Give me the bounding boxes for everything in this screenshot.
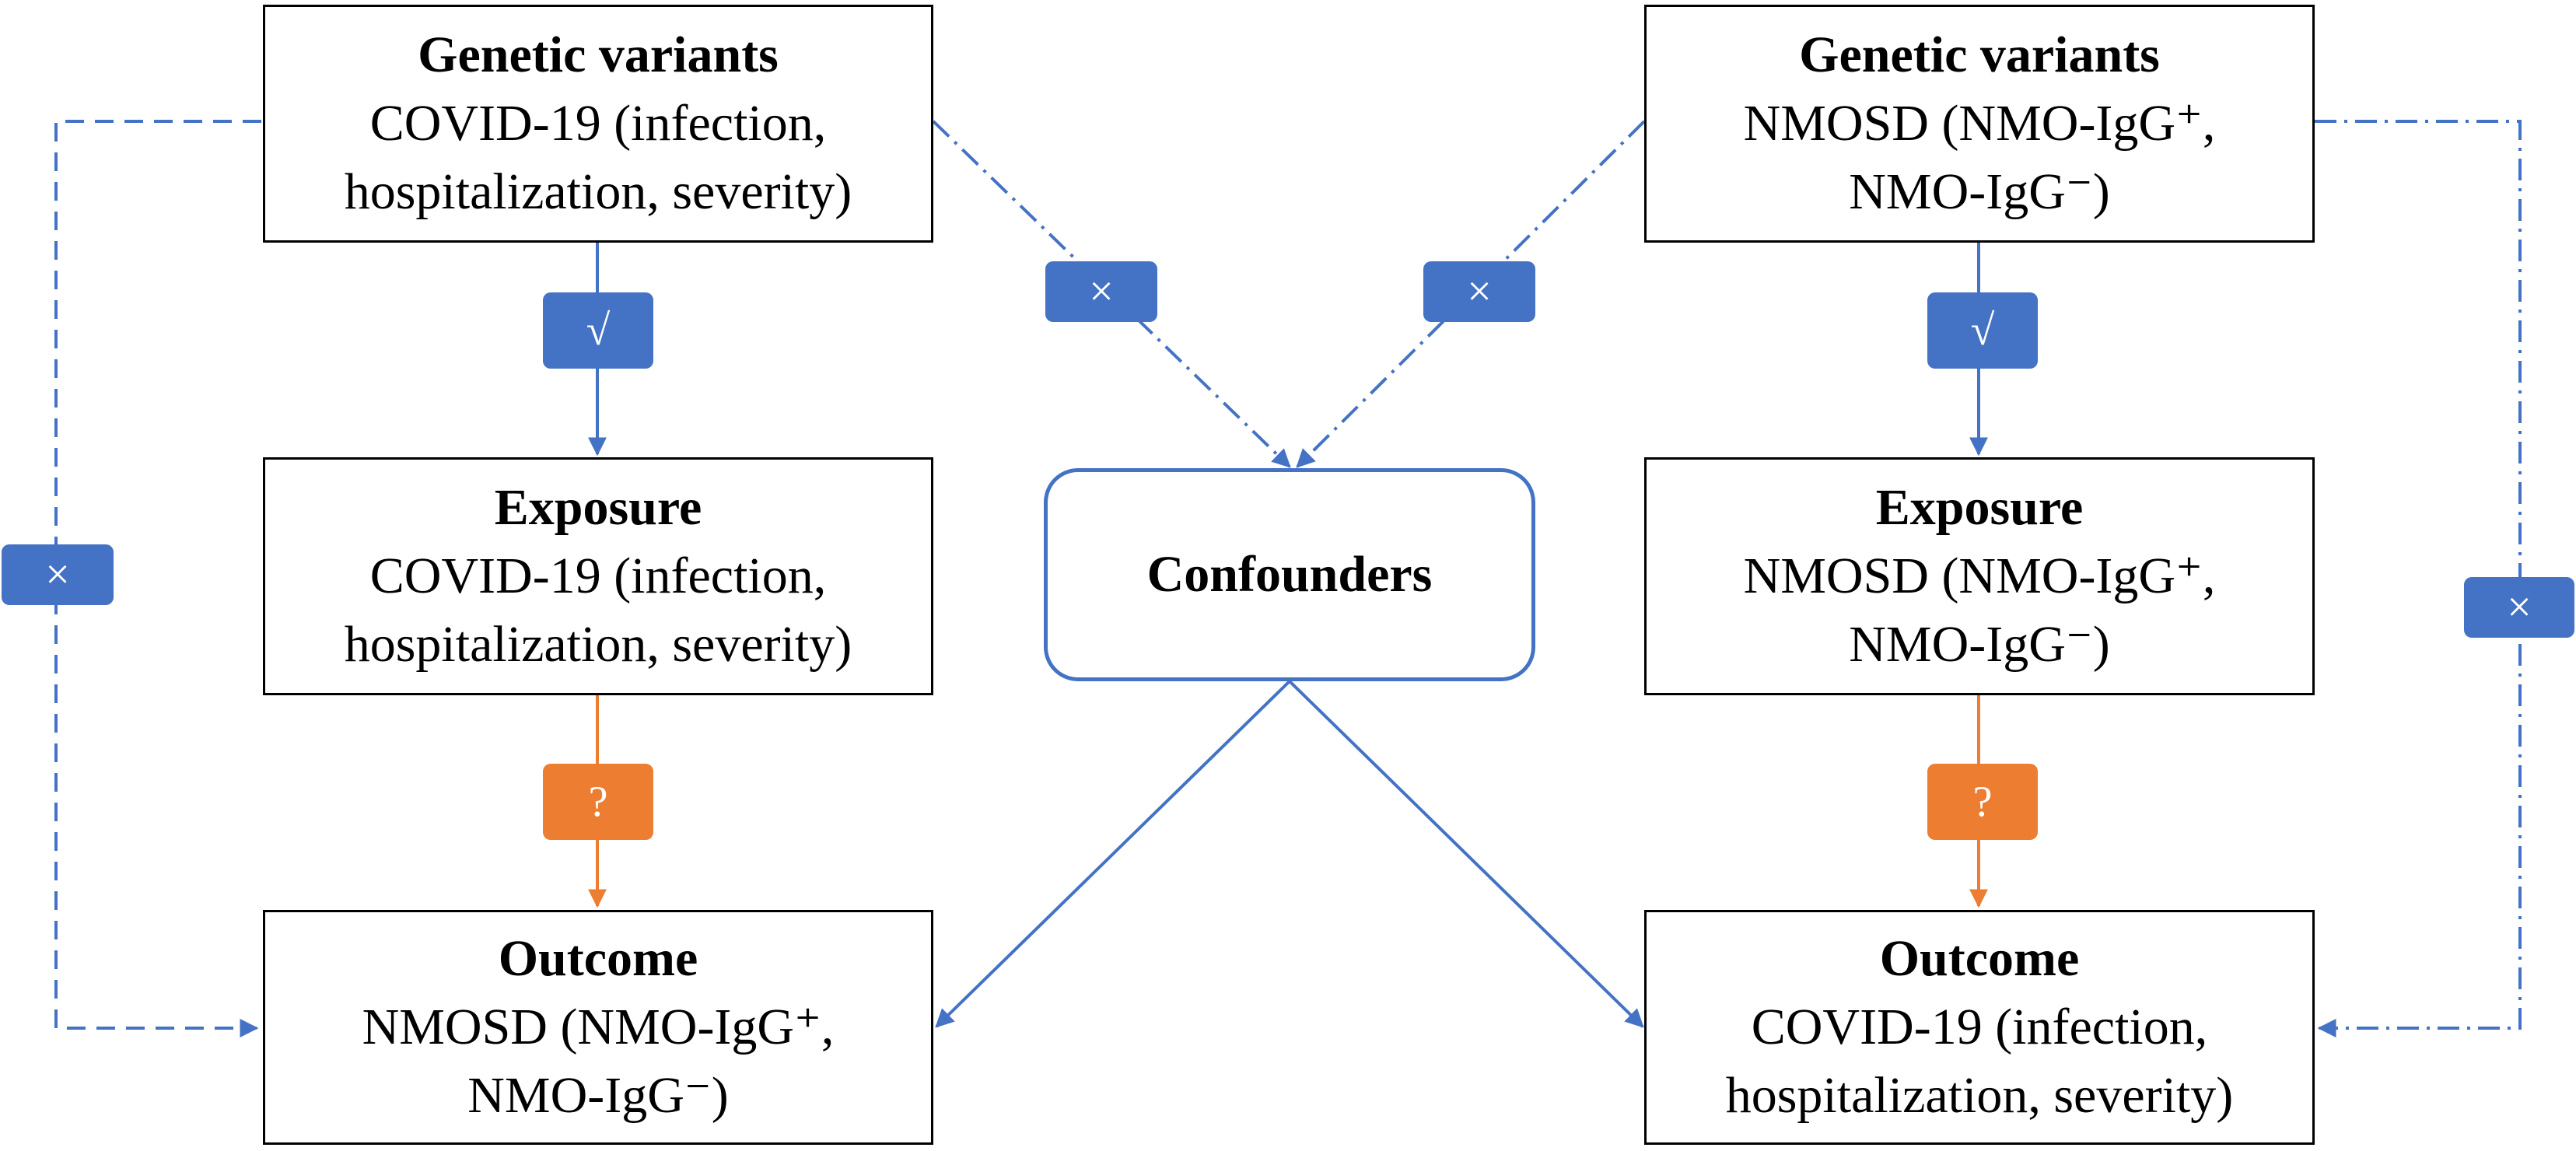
- box-line: COVID-19 (infection,: [369, 548, 827, 604]
- box-line: hospitalization, severity): [1725, 1067, 2234, 1124]
- arrow-genetic-to-outcome-right: [2315, 120, 2522, 1037]
- box-title: Genetic variants: [418, 26, 779, 83]
- box-line: NMOSD (NMO-IgG⁺,: [362, 999, 835, 1055]
- left-outcome-box: Outcome NMOSD (NMO-IgG⁺, NMO-IgG⁻): [263, 910, 933, 1145]
- arrow-confounders-to-outcome-left: [935, 680, 1291, 1028]
- cross-tag-left-confounder: ×: [1045, 261, 1157, 322]
- box-line: NMO-IgG⁻): [1849, 163, 2110, 220]
- box-title: Genetic variants: [1799, 26, 2160, 83]
- box-line: hospitalization, severity): [344, 163, 852, 220]
- box-title: Outcome: [1879, 930, 2080, 987]
- question-tag-right: ?: [1927, 764, 2038, 840]
- left-exposure-box: Exposure COVID-19 (infection, hospitaliz…: [263, 457, 933, 695]
- box-line: COVID-19 (infection,: [369, 95, 827, 152]
- cross-tag-right-bypass: ×: [2464, 577, 2574, 638]
- box-line: NMOSD (NMO-IgG⁺,: [1743, 95, 2216, 152]
- box-line: hospitalization, severity): [344, 616, 852, 673]
- box-line: NMO-IgG⁻): [1849, 616, 2110, 673]
- cross-tag-left-bypass: ×: [2, 544, 114, 605]
- box-line: COVID-19 (infection,: [1751, 999, 2208, 1055]
- box-title: Outcome: [498, 930, 698, 987]
- confounders-box: Confounders: [1044, 468, 1535, 681]
- box-title: Exposure: [494, 479, 702, 536]
- left-genetic-variants-box: Genetic variants COVID-19 (infection, ho…: [263, 5, 933, 243]
- right-outcome-box: Outcome COVID-19 (infection, hospitaliza…: [1644, 910, 2315, 1145]
- right-exposure-box: Exposure NMOSD (NMO-IgG⁺, NMO-IgG⁻): [1644, 457, 2315, 695]
- box-line: NMOSD (NMO-IgG⁺,: [1743, 548, 2216, 604]
- check-tag-right: √: [1927, 292, 2038, 369]
- arrow-confounders-to-outcome-right: [1288, 680, 1644, 1028]
- box-line: NMO-IgG⁻): [467, 1067, 729, 1124]
- right-genetic-variants-box: Genetic variants NMOSD (NMO-IgG⁺, NMO-Ig…: [1644, 5, 2315, 243]
- cross-tag-right-confounder: ×: [1423, 261, 1535, 322]
- box-title: Exposure: [1875, 479, 2084, 536]
- check-tag-left: √: [543, 292, 653, 369]
- question-tag-left: ?: [543, 764, 653, 840]
